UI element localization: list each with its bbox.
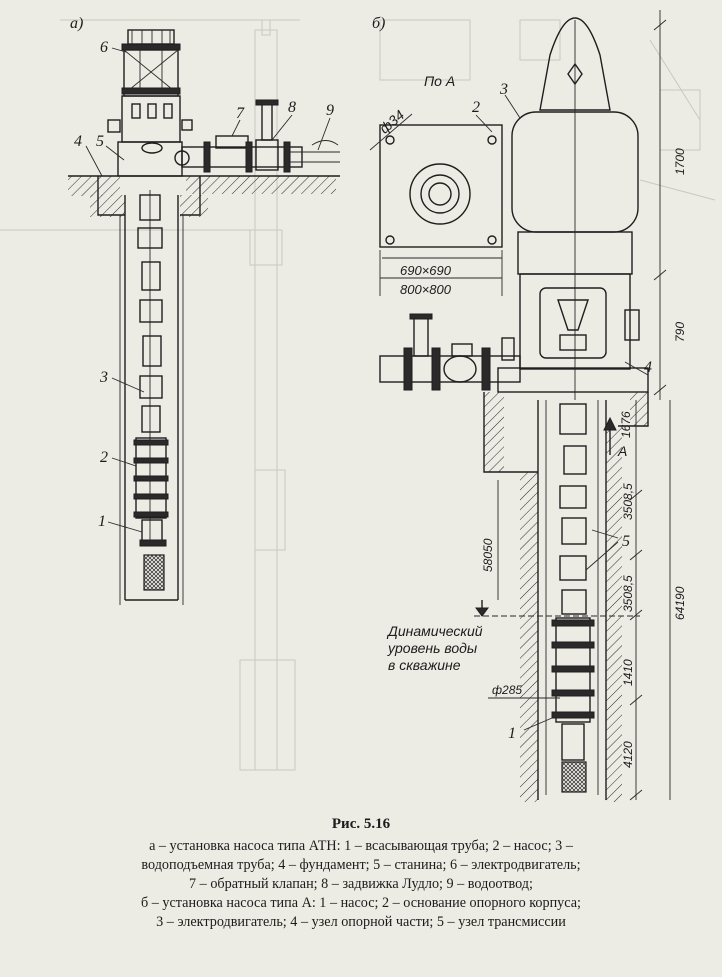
suction-pipe-a: [139, 519, 167, 591]
part-label-b-4: 4: [644, 359, 652, 376]
caption-line-3: 7 – обратный клапан; 8 – задвижка Лудло;…: [189, 876, 533, 892]
dim-4120: 4120: [621, 741, 635, 768]
part-label-a-7: 7: [236, 105, 245, 122]
riser-pipe-a: [137, 190, 163, 540]
dim-3508-upper: 3508,5: [621, 483, 635, 520]
well-casing-a: [119, 195, 184, 605]
part-label-a-3: 3: [99, 369, 108, 386]
part-label-b-5: 5: [622, 533, 630, 550]
figure-caption: Рис. 5.16 а – установка насоса типа АТН:…: [0, 816, 722, 932]
dimension-lines-b: [497, 10, 671, 801]
arrow-label: А: [617, 443, 627, 459]
discharge-line-a: [181, 99, 340, 173]
caption-title: Рис. 5.16: [331, 816, 391, 832]
panel-b: б) По А ф34 690×690 800×800 2: [369, 10, 687, 802]
water-level-note-line3: в скважине: [388, 657, 461, 673]
part-label-a-1: 1: [98, 513, 106, 530]
strainer-b: [561, 761, 587, 793]
dim-1700: 1700: [673, 148, 687, 175]
ground-hatch-right: [186, 176, 336, 194]
dim-790: 790: [673, 322, 687, 342]
part-label-a-4: 4: [74, 133, 82, 150]
base-plan-view: По А ф34 690×690 800×800 2: [369, 73, 503, 297]
caption-line-4: б – установка насоса типа А: 1 – насос; …: [141, 895, 581, 911]
dim-64190: 64190: [673, 586, 687, 620]
dim-58050: 58050: [481, 538, 495, 572]
dim-1410: 1410: [621, 659, 635, 686]
part-label-b-2: 2: [472, 99, 480, 116]
pump-installation-drawing: а): [0, 10, 716, 802]
pump-a: [133, 437, 169, 519]
ground-b: [483, 392, 649, 802]
part-label-b-1: 1: [508, 725, 516, 742]
leaders-a: [85, 47, 331, 533]
transmission-b: 5: [559, 403, 630, 615]
caption-line-5: 3 – электродвигатель; 4 – узел опорной ч…: [156, 914, 566, 930]
caption-line-1: а – установка насоса типа АТН: 1 – всасы…: [149, 838, 573, 854]
ground-hatch-left: [68, 176, 120, 196]
pit-hatch-left: [90, 195, 125, 217]
dim-3508-lower: 3508,5: [621, 575, 635, 612]
strainer-a: [143, 554, 165, 591]
base-inner-size: 690×690: [400, 263, 452, 278]
water-level-note-line2: уровень воды: [387, 640, 478, 656]
well-hatch-left-b: [520, 472, 538, 802]
dim-1676: 1676: [619, 411, 633, 438]
support-housing-b: 4: [497, 273, 652, 393]
dynamic-water-level: Динамический уровень воды в скважине: [386, 600, 640, 673]
discharge-line-b: [379, 313, 521, 391]
stand-a: [107, 95, 193, 177]
pump-b: 1: [508, 617, 595, 793]
caption-line-2: водоподъемная труба; 4 – фундамент; 5 – …: [141, 857, 581, 873]
motor-a: [121, 29, 181, 97]
panel-a: а): [68, 15, 340, 605]
base-outer-size: 800×800: [400, 282, 452, 297]
motor-b: 3: [499, 17, 639, 400]
water-level-note-line1: Динамический: [386, 623, 483, 639]
view-arrow-a: А: [603, 416, 627, 459]
pit-hatch-right-b: [630, 392, 648, 426]
view-label: По А: [424, 73, 455, 89]
panel-b-letter: б): [372, 15, 385, 32]
well-diameter: ф285: [492, 683, 522, 697]
well-b: [537, 400, 607, 800]
part-label-a-6: 6: [100, 39, 108, 56]
pit-hatch-left-b: [484, 392, 504, 472]
hole-diameter: ф34: [376, 107, 407, 137]
part-label-a-9: 9: [326, 102, 334, 119]
part-label-a-8: 8: [288, 99, 296, 116]
part-label-a-2: 2: [100, 449, 108, 466]
part-label-a-5: 5: [96, 133, 104, 150]
panel-a-letter: а): [70, 15, 83, 32]
well-hatch-right-b: [606, 426, 622, 802]
part-label-b-3: 3: [499, 81, 508, 98]
pit-hatch-right: [180, 195, 208, 217]
